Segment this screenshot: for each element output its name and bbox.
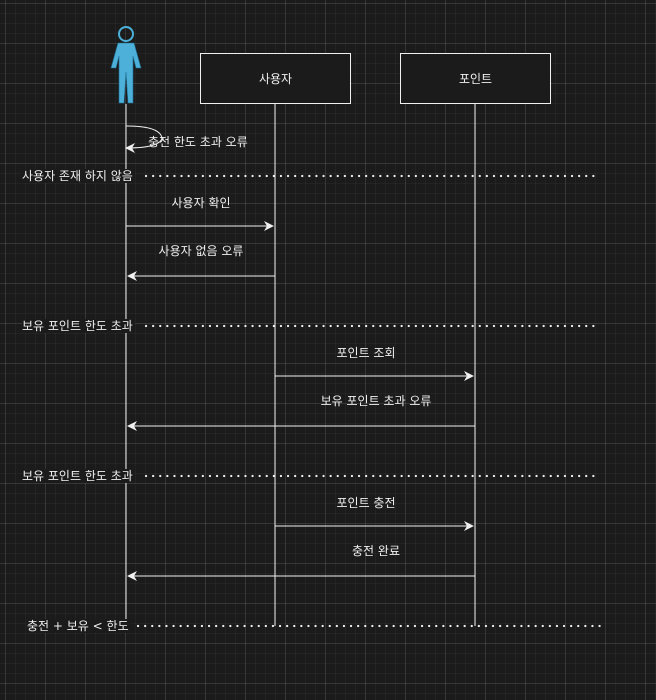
- actor-icon[interactable]: [110, 26, 142, 104]
- no-user-error-label: 사용자 없음 오류: [158, 244, 244, 258]
- charge-done-label: 충전 완료: [352, 544, 400, 558]
- charge-point-label: 포인트 충전: [336, 496, 396, 510]
- participant-user-label: 사용자: [258, 72, 293, 86]
- self-message-arrow[interactable]: [125, 125, 163, 153]
- participant-point-label: 포인트: [458, 72, 493, 86]
- guard-label-1: 사용자 존재 하지 않음: [22, 169, 135, 183]
- guard-label-3: 보유 포인트 한도 초과: [22, 469, 135, 483]
- guard-label-2: 보유 포인트 한도 초과: [22, 319, 135, 333]
- self-message-label: 충전 한도 초과 오류: [148, 135, 248, 149]
- participant-point-box[interactable]: 포인트: [400, 53, 551, 104]
- participant-user-box[interactable]: 사용자: [200, 53, 351, 104]
- query-point-label: 포인트 조회: [336, 346, 396, 360]
- guard-label-4: 충전 + 보유 < 한도: [27, 619, 131, 633]
- point-exceed-error-label: 보유 포인트 초과 오류: [320, 394, 432, 408]
- check-user-label: 사용자 확인: [171, 196, 231, 210]
